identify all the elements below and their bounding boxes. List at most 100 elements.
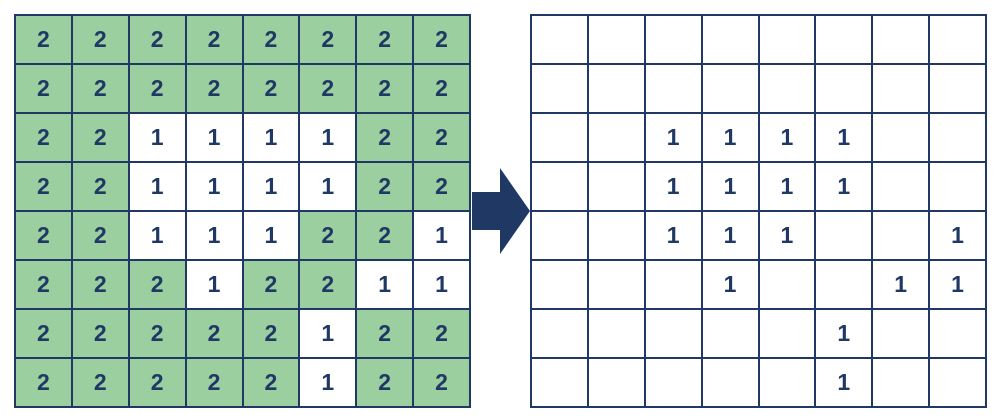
grid-cell: 2 — [243, 359, 301, 408]
grid-cell — [930, 114, 987, 163]
grid-cell: 2 — [186, 359, 244, 408]
grid-cell: 2 — [357, 16, 415, 65]
grid-cell: 1 — [243, 114, 301, 163]
grid-cell: 2 — [300, 261, 358, 310]
grid-cell — [645, 16, 703, 65]
grid-cell: 2 — [16, 163, 73, 212]
grid-cell: 2 — [129, 65, 187, 114]
grid-cell — [759, 310, 817, 359]
grid-cell: 2 — [72, 16, 130, 65]
grid-cell: 2 — [16, 65, 73, 114]
grid-cell: 1 — [414, 261, 471, 310]
grid-cell — [873, 359, 931, 408]
grid-cell — [532, 163, 589, 212]
grid-cell: 2 — [357, 114, 415, 163]
grid-cell — [873, 212, 931, 261]
grid-cell — [759, 261, 817, 310]
grid-cell: 1 — [243, 212, 301, 261]
grid-cell — [532, 65, 589, 114]
grid-cell: 2 — [186, 16, 244, 65]
grid-cell: 2 — [357, 163, 415, 212]
grid-cell — [873, 114, 931, 163]
grid-cell: 1 — [186, 163, 244, 212]
grid-cell: 2 — [72, 163, 130, 212]
grid-cell — [930, 310, 987, 359]
grid-cell: 2 — [72, 114, 130, 163]
grid-cell — [532, 16, 589, 65]
grid-cell — [759, 65, 817, 114]
grid-cell — [816, 65, 874, 114]
grid-cell: 1 — [300, 310, 358, 359]
grid-cell: 2 — [357, 65, 415, 114]
grid-cell: 2 — [300, 212, 358, 261]
grid-cell: 1 — [129, 212, 187, 261]
grid-cell: 1 — [186, 261, 244, 310]
grid-cell: 2 — [16, 212, 73, 261]
grid-cell: 1 — [816, 163, 874, 212]
grid-cell: 1 — [300, 359, 358, 408]
grid-cell — [816, 261, 874, 310]
grid-cell: 2 — [357, 359, 415, 408]
grid-cell: 2 — [414, 65, 471, 114]
grid-cell: 1 — [816, 310, 874, 359]
grid-cell — [816, 212, 874, 261]
grid-cell: 2 — [243, 310, 301, 359]
grid-cell: 2 — [243, 16, 301, 65]
grid-cell: 2 — [414, 359, 471, 408]
grid-cell: 1 — [873, 261, 931, 310]
grid-cell: 1 — [816, 359, 874, 408]
grid-cell — [930, 65, 987, 114]
grid-cell — [588, 212, 646, 261]
grid-cell — [873, 65, 931, 114]
grid-cell: 1 — [759, 163, 817, 212]
grid-cell: 2 — [129, 261, 187, 310]
grid-cell: 2 — [16, 16, 73, 65]
grid-cell: 2 — [414, 16, 471, 65]
grid-cell — [873, 16, 931, 65]
grid-cell: 2 — [300, 65, 358, 114]
grid-cell: 2 — [414, 114, 471, 163]
grid-cell: 2 — [72, 212, 130, 261]
grid-cell — [588, 16, 646, 65]
grid-cell: 2 — [243, 261, 301, 310]
grid-cell — [532, 359, 589, 408]
grid-cell — [645, 310, 703, 359]
grid-cell — [588, 114, 646, 163]
grid-cell: 1 — [645, 163, 703, 212]
grid-cell: 2 — [186, 65, 244, 114]
grid-cell: 1 — [300, 114, 358, 163]
grid-cell: 2 — [72, 359, 130, 408]
grid-cell — [702, 310, 760, 359]
grid-cell: 1 — [759, 212, 817, 261]
grid-cell: 2 — [357, 212, 415, 261]
grid-cell: 1 — [300, 163, 358, 212]
grid-cell — [702, 65, 760, 114]
grid-cell: 1 — [357, 261, 415, 310]
grid-cell — [588, 310, 646, 359]
grid-cell — [532, 261, 589, 310]
grid-cell: 2 — [72, 310, 130, 359]
grid-cell — [930, 359, 987, 408]
grid-cell: 1 — [930, 212, 987, 261]
grid-cell: 1 — [129, 163, 187, 212]
grid-cell — [532, 114, 589, 163]
grid-cell: 1 — [186, 212, 244, 261]
grid-cell: 2 — [357, 310, 415, 359]
right-arrow-icon — [472, 168, 530, 254]
grid-cell — [645, 261, 703, 310]
grid-cell — [930, 16, 987, 65]
grid-cell: 1 — [414, 212, 471, 261]
grid-cell — [816, 16, 874, 65]
grid-cell — [702, 16, 760, 65]
grid-cell: 1 — [702, 163, 760, 212]
grid-cell: 1 — [702, 212, 760, 261]
grid-cell — [873, 163, 931, 212]
grid-cell: 2 — [300, 16, 358, 65]
grid-cell: 2 — [186, 310, 244, 359]
grid-cell — [532, 212, 589, 261]
grid-cell: 1 — [930, 261, 987, 310]
grid-cell: 1 — [645, 212, 703, 261]
grid-cell: 1 — [186, 114, 244, 163]
